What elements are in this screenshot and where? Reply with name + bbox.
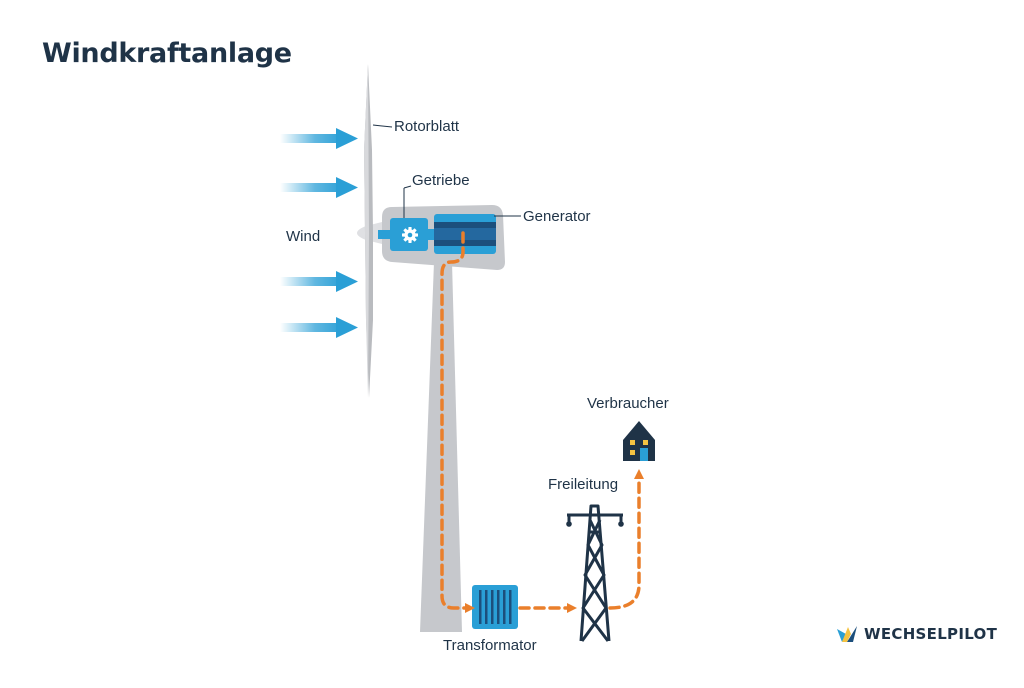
wind-arrow bbox=[280, 271, 358, 292]
gear-icon bbox=[402, 227, 418, 243]
brand-name: WECHSELPILOT bbox=[864, 625, 998, 643]
label-wind: Wind bbox=[286, 228, 321, 245]
wind-arrows bbox=[280, 128, 358, 338]
gearbox bbox=[390, 218, 436, 251]
main-shaft bbox=[378, 230, 392, 239]
label-freileitung: Freileitung bbox=[548, 476, 619, 493]
house-icon bbox=[623, 421, 655, 461]
power-pylon-icon bbox=[566, 504, 624, 642]
label-verbraucher: Verbraucher bbox=[587, 395, 669, 412]
wechselpilot-logo-icon bbox=[837, 626, 857, 642]
generator bbox=[434, 214, 496, 254]
wind-arrow bbox=[280, 317, 358, 338]
label-transformator: Transformator bbox=[443, 637, 537, 654]
wind-arrow bbox=[280, 128, 358, 149]
label-getriebe: Getriebe bbox=[412, 172, 470, 189]
leader-lines bbox=[372, 124, 521, 218]
wind-arrow bbox=[280, 177, 358, 198]
energy-flow bbox=[440, 231, 644, 613]
page-title: Windkraftanlage bbox=[42, 38, 292, 69]
rotor-blade-highlight bbox=[364, 64, 369, 398]
transformer bbox=[472, 585, 518, 629]
brand-logo: WECHSELPILOT bbox=[836, 623, 997, 645]
label-rotorblatt: Rotorblatt bbox=[394, 118, 460, 135]
label-generator: Generator bbox=[523, 208, 591, 225]
